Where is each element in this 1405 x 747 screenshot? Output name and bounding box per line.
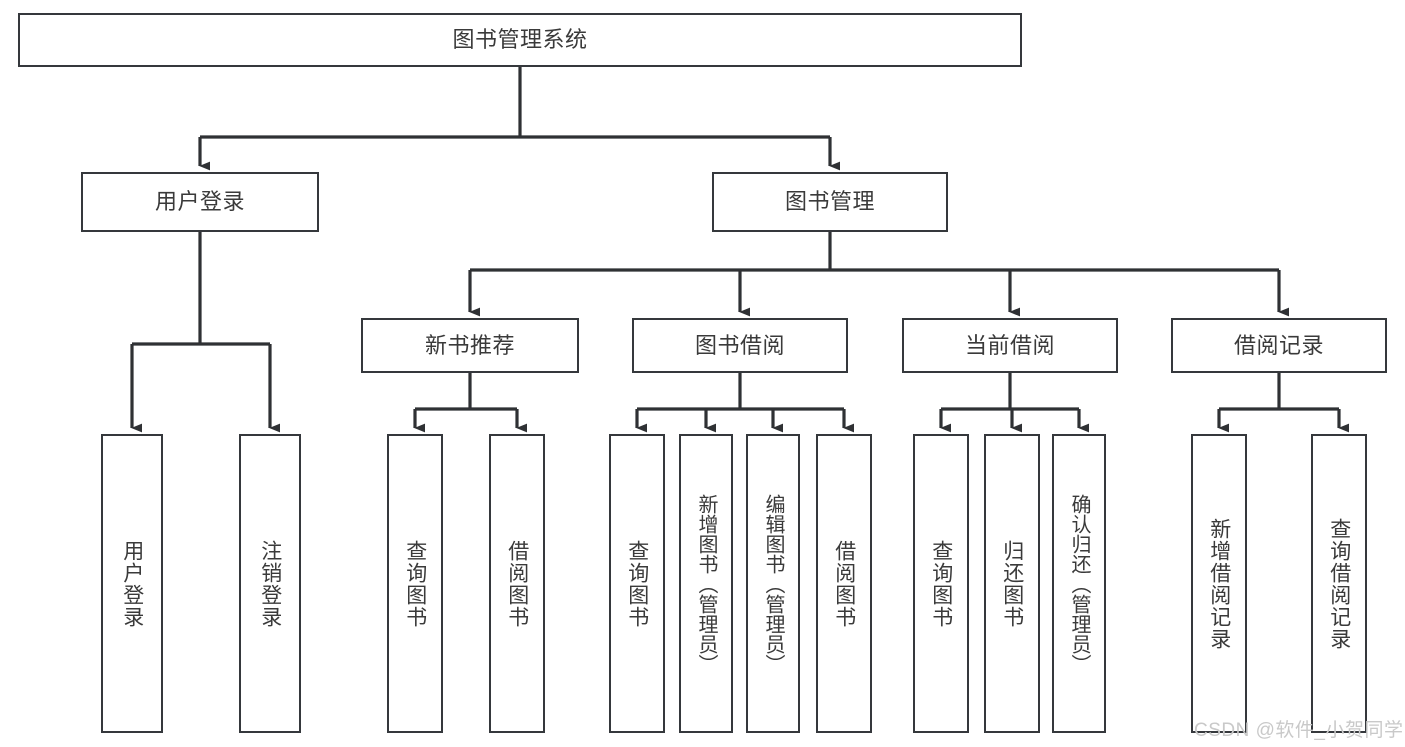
leaf-borrow-book-recommend-label: 借阅图书	[505, 539, 529, 628]
leaf-query-book-current-label: 查询图书	[929, 539, 953, 628]
leaf-query-borrow-record[interactable]: 查询借阅记录	[1311, 434, 1367, 733]
leaf-query-borrow-record-label: 查询借阅记录	[1327, 517, 1351, 650]
node-current-borrow-label: 当前借阅	[964, 332, 1055, 358]
node-new-book-recommend-label: 新书推荐	[424, 332, 515, 358]
leaf-user-login[interactable]: 用户登录	[101, 434, 163, 733]
node-root[interactable]: 图书管理系统	[18, 13, 1022, 67]
node-book-borrow-label: 图书借阅	[694, 332, 785, 358]
leaf-confirm-return-admin-label: 确认归还（管理员）	[1068, 493, 1090, 674]
leaf-query-book-current[interactable]: 查询图书	[913, 434, 969, 733]
node-book-management[interactable]: 图书管理	[712, 172, 948, 232]
leaf-borrow-book-recommend[interactable]: 借阅图书	[489, 434, 545, 733]
leaf-add-book-admin-label: 新增图书（管理员）	[695, 493, 717, 674]
node-borrow-record[interactable]: 借阅记录	[1171, 318, 1387, 373]
leaf-return-book[interactable]: 归还图书	[984, 434, 1040, 733]
leaf-edit-book-admin[interactable]: 编辑图书（管理员）	[746, 434, 800, 733]
node-current-borrow[interactable]: 当前借阅	[902, 318, 1118, 373]
leaf-user-login-label: 用户登录	[120, 539, 144, 628]
node-user-login[interactable]: 用户登录	[81, 172, 319, 232]
leaf-query-book-borrow-label: 查询图书	[625, 539, 649, 628]
leaf-add-book-admin[interactable]: 新增图书（管理员）	[679, 434, 733, 733]
leaf-query-book-recommend-label: 查询图书	[403, 539, 427, 628]
leaf-confirm-return-admin[interactable]: 确认归还（管理员）	[1052, 434, 1106, 733]
node-user-login-label: 用户登录	[154, 189, 245, 215]
node-root-label: 图书管理系统	[452, 27, 588, 53]
leaf-logout-login-label: 注销登录	[258, 539, 282, 628]
leaf-logout-login[interactable]: 注销登录	[239, 434, 301, 733]
leaf-query-book-borrow[interactable]: 查询图书	[609, 434, 665, 733]
node-borrow-record-label: 借阅记录	[1233, 332, 1324, 358]
node-book-management-label: 图书管理	[784, 189, 875, 215]
leaf-return-book-label: 归还图书	[1000, 539, 1024, 628]
leaf-add-borrow-record-label: 新增借阅记录	[1207, 517, 1231, 650]
node-book-borrow[interactable]: 图书借阅	[632, 318, 848, 373]
leaf-edit-book-admin-label: 编辑图书（管理员）	[762, 493, 784, 674]
node-new-book-recommend[interactable]: 新书推荐	[361, 318, 579, 373]
leaf-query-book-recommend[interactable]: 查询图书	[387, 434, 443, 733]
leaf-borrow-book-label: 借阅图书	[832, 539, 856, 628]
leaf-add-borrow-record[interactable]: 新增借阅记录	[1191, 434, 1247, 733]
leaf-borrow-book[interactable]: 借阅图书	[816, 434, 872, 733]
